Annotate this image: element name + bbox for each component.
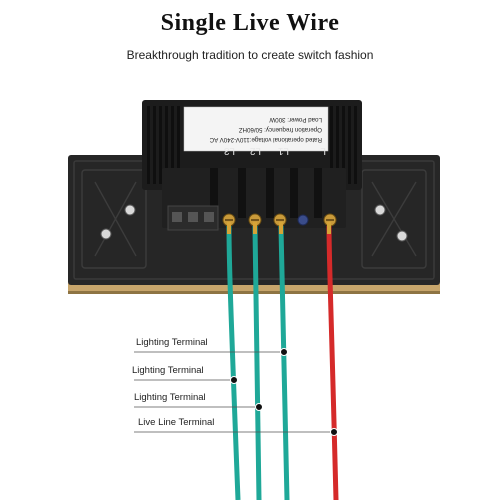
left-panel-detail [81, 169, 147, 269]
teal-wire-3 [278, 225, 290, 500]
teal-wire-2 [252, 225, 262, 500]
label-line-3: Load Power: 300W [269, 116, 322, 123]
right-screw-hole-2 [396, 230, 408, 242]
label-line-1: Rated operational voltage:110V-240V AC [209, 136, 322, 143]
teal-wire-1 [226, 225, 241, 500]
terminal-letter-l1: L1 [277, 145, 289, 156]
left-screw-hole-2 [100, 228, 112, 240]
callout-lines [134, 351, 334, 433]
callout-label-lighting-2: Lighting Terminal [132, 365, 204, 376]
module-label-sticker [183, 106, 329, 152]
callout-dot-2 [230, 376, 238, 384]
diagram-title: Single Live Wire [160, 10, 340, 36]
callout-dot-1 [280, 348, 288, 356]
terminal-letter-l: L [320, 145, 326, 156]
right-fins [330, 106, 357, 184]
left-screw-hole [124, 204, 136, 216]
callout-label-lighting-1: Lighting Terminal [136, 337, 208, 348]
terminal-dividers [210, 168, 322, 218]
callout-dot-4 [330, 428, 338, 436]
callout-label-live-line: Live Line Terminal [138, 417, 215, 428]
right-panel-detail [361, 169, 427, 269]
callout-dot-3 [255, 403, 263, 411]
terminal-screws [222, 213, 337, 227]
label-line-2: Operation frequency: 50/60HZ [239, 126, 322, 133]
left-fins [147, 106, 180, 184]
callout-dots [230, 348, 338, 436]
terminal-letter-l3: L3 [223, 145, 235, 156]
wires [226, 222, 339, 500]
right-screw-hole [374, 204, 386, 216]
diagram-subtitle: Breakthrough tradition to create switch … [126, 48, 374, 62]
terminal-letter-l2: L2 [249, 145, 261, 156]
callout-label-lighting-3: Lighting Terminal [134, 392, 206, 403]
